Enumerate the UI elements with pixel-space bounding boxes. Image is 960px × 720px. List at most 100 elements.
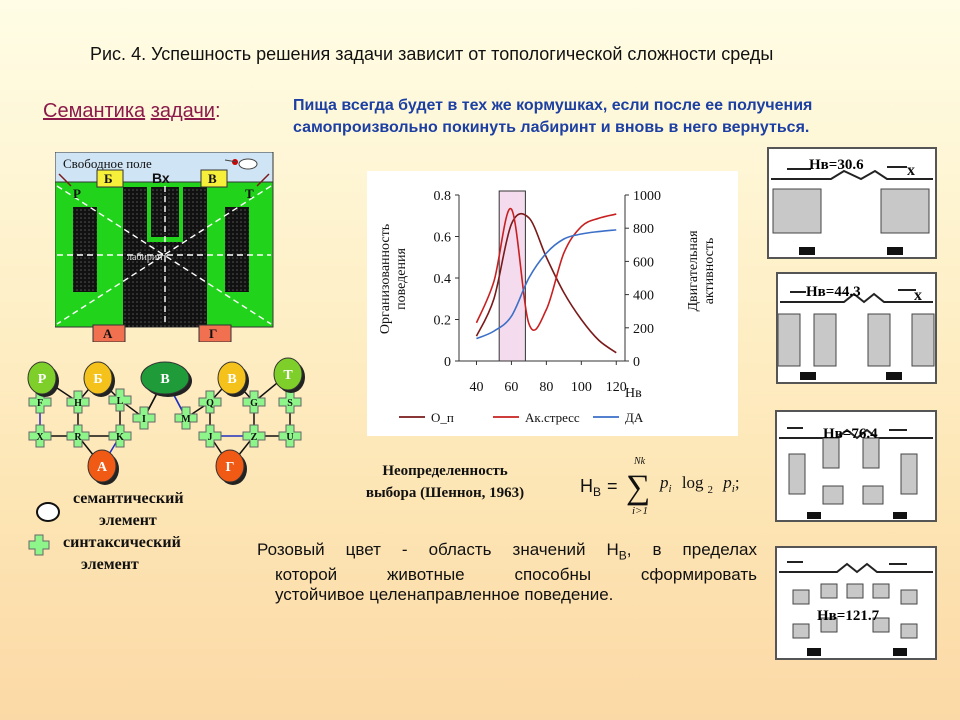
figure-title: Рис. 4. Успешность решения задачи зависи… [90,44,774,64]
semantic-node-label: Р [38,372,47,387]
semantics-heading: Семантика задачи: [43,100,221,123]
legend-semantic-2: элемент [99,512,157,529]
formula-log: log [682,473,704,492]
svg-text:НВ=: НВ = [580,476,618,499]
environment-3: Нв=76.4 [775,410,937,522]
formula-lhs-sub: В [593,485,601,499]
pink-line-1-sub: В [618,548,627,563]
syntactic-node-label: K [116,432,124,443]
legend-syntactic-2: элемент [81,556,139,573]
pink-line-1a: Розовый цвет - область значений Н [257,540,619,559]
maze-wall [73,207,97,292]
syntactic-node: Z [242,424,266,448]
x-axis-label: Нв [625,386,642,401]
maze-wall [123,187,147,327]
syntactic-node-label: R [74,432,82,443]
feeder-box-top-left [96,169,124,188]
semantics-word: Семантика [43,100,146,122]
semantic-node: Б [83,361,115,397]
environment-2: Нв=44.3 x [776,272,937,384]
syntactic-node-label: G [250,398,258,409]
formula-p2: p [722,473,732,492]
right-tick-label: 400 [633,289,654,304]
pink-line-1: Розовый цвет - область значений НВ, в пр… [257,540,757,565]
left-tick-label: 0.4 [434,272,452,287]
note-line-2: самопроизвольно покинуть лабиринт и внов… [293,119,810,136]
formula-sum-sign: ∑ [626,469,650,506]
maze-diagram: Свободное поле Р Т Вх лабиринт [54,151,275,343]
right-tick-label: 200 [633,322,654,337]
syntactic-node: Q [198,390,222,414]
syntactic-node-label: L [117,396,124,407]
syntactic-node-label: U [286,432,293,443]
feeder-label-bottom-right: Г [209,326,217,341]
semantic-element-icon [36,500,60,524]
semantic-node-label: Б [93,372,102,387]
semantic-node-label: В [160,372,169,387]
syntactic-node-label: S [287,398,293,409]
formula-p1: p [659,473,669,492]
syntactic-node-label: H [74,398,82,409]
legend-syntactic-1: синтаксический [63,534,181,551]
left-axis-label: Организованностьповедения [378,224,409,334]
environment-1-marker: x [907,162,915,179]
formula-eq: = [607,476,618,496]
left-tick-label: 0.2 [434,314,452,329]
environment-1: Нв=30.6 x [767,147,937,259]
semantic-node: В [217,361,249,397]
environment-2-marker: x [914,287,922,304]
formula-end: ; [735,473,740,492]
syntactic-node: F [28,390,52,414]
left-tick-label: 0 [444,355,451,370]
semantic-node: В [140,361,192,397]
entrance-label: Вх [152,170,170,186]
formula-i2: i [732,483,735,495]
feeder-box-top-right [200,169,228,188]
left-tick-label: 0.8 [434,189,452,204]
semantic-node: Р [27,361,59,397]
syntactic-node-label: Q [206,398,214,409]
uncertainty-line-1: Неопределенность [382,463,508,479]
environment-2-label: Нв=44.3 [806,284,861,300]
feeder-label-top-right: В [208,171,217,186]
pink-line-2: которой животные способны сформировать [275,565,757,585]
environment-1-label: Нв=30.6 [809,157,864,173]
right-tick-label: 600 [633,255,654,270]
maze-dashed-lines [56,185,272,325]
syntactic-node: U [278,424,302,448]
semantic-node-label: В [227,372,236,387]
legend-label: ДА [625,410,644,425]
formula-lower: i>1 [632,505,648,517]
maze-wall [183,187,207,327]
syntactic-node: S [278,390,302,414]
x-tick-label: 40 [469,380,483,395]
pink-line-3: устойчивое целенаправленное поведение. [275,585,614,605]
semantic-node-label: Г [226,460,235,475]
corner-label-top-left: Р [73,186,81,201]
syntactic-node: L [108,388,132,412]
right-tick-label: 800 [633,222,654,237]
formula-lhs: Н [580,476,593,496]
series-line-2 [476,229,617,340]
semantic-node-label: Т [283,368,293,383]
semantic-node-label: А [97,460,108,475]
task-word: задачи [150,100,215,122]
syntactic-element-icon [28,534,50,556]
pink-region-text: Розовый цвет - область значений НВ, в пр… [257,540,757,605]
maze-wall [225,207,249,292]
series-line-1 [475,208,617,331]
right-tick-label: 0 [633,355,640,370]
feeder-cup-icon [224,158,258,170]
legend-label: Ак.стресс [525,410,580,425]
legend-text: семантический элемент синтаксический эле… [63,488,184,576]
series-line-0 [475,213,617,354]
syntactic-node: J [198,424,222,448]
food-note: Пища всегда будет в тех же кормушках, ес… [293,95,913,139]
syntactic-node-label: M [181,414,191,425]
colon: : [214,100,221,122]
x-tick-label: 100 [571,380,592,395]
formula-upper: Nk [633,456,646,467]
corner-label-top-right: Т [245,186,254,201]
